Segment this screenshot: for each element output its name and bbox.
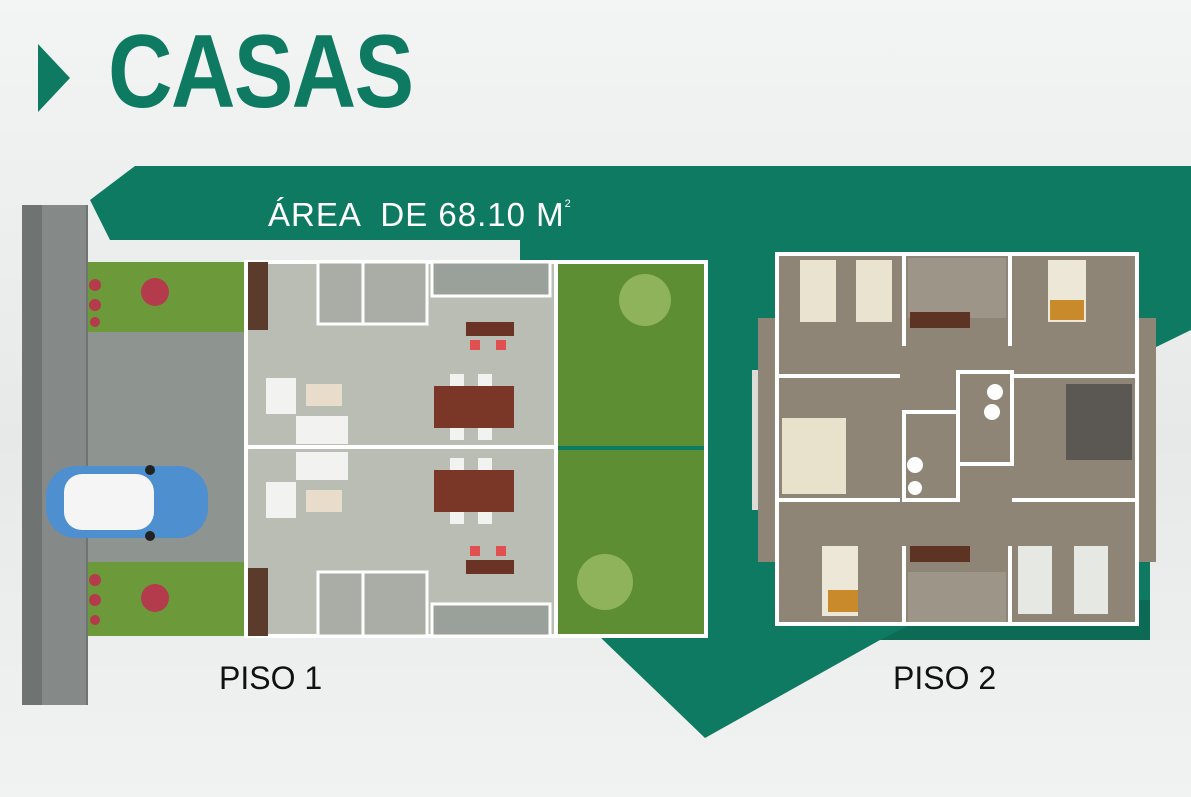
area-label: ÁREA DE 68.10 M2	[268, 196, 572, 234]
title-arrow-icon	[38, 44, 70, 112]
floor-label-piso-1: PISO 1	[219, 660, 323, 696]
floor-label-piso-2: PISO 2	[893, 660, 997, 696]
area-unit-superscript: 2	[564, 198, 572, 210]
area-text: ÁREA DE 68.10 M	[268, 196, 565, 233]
page-title: CASAS	[108, 14, 414, 130]
